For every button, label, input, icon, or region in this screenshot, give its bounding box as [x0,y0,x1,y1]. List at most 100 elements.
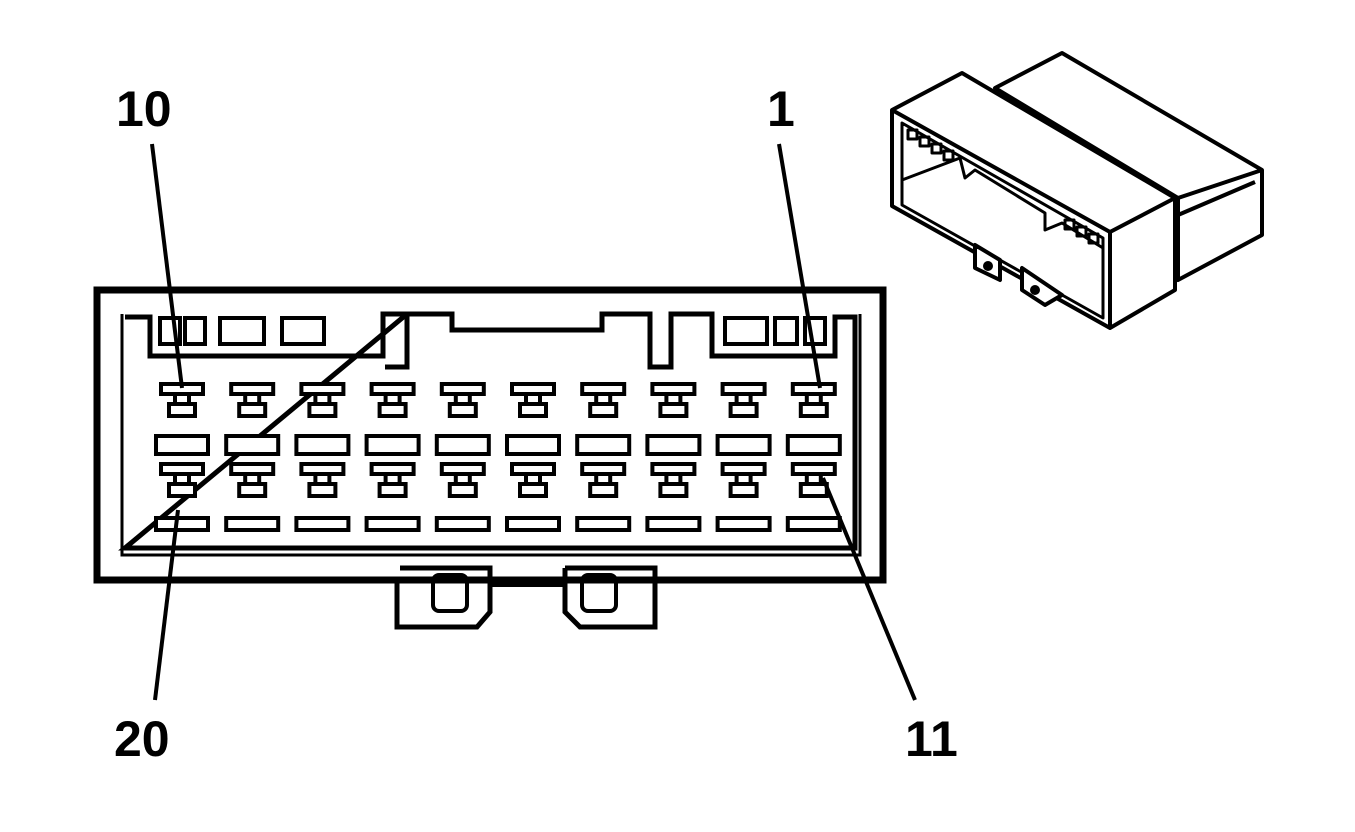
pin-cavity-body [307,402,338,418]
iso-terminal [918,135,931,148]
pin-cavity-body [307,482,338,498]
latch-left [394,565,493,630]
pin-cavity-bar [154,516,210,532]
pin-cavity-bar [294,516,351,532]
pin-cavity-body [167,402,197,418]
pin-cavity-bar [505,516,561,532]
pin-cavity-cap [510,462,556,476]
inner-rim [120,314,862,557]
iso-terminal [930,142,943,155]
pin-cavity-body [237,402,268,418]
iso-terminal [1063,218,1076,231]
inner-cavity [118,311,858,551]
pin-cavity-cap [580,462,627,476]
pin-label-20: 20 [114,711,170,767]
pin-cavity-cap [790,382,837,396]
pin-cavity-cap [790,462,837,476]
pin-cavity-body [728,482,759,498]
pin-cavity-body [237,482,268,498]
pin-cavity-body [658,402,689,418]
key-slot [218,316,266,346]
pin-cavity-bar [294,434,351,456]
pin-cavity-bar [715,434,772,456]
pin-cavity-cap [299,462,346,476]
leader-lines [150,143,917,701]
pin-cavity-bar [575,516,632,532]
locking-latches [394,565,658,630]
iso-terminal [906,128,919,141]
connector-iso-view [890,51,1264,330]
iso-latch-hole [1030,285,1040,295]
leader-pin-1 [777,143,822,389]
pin-cavity-body [798,402,829,418]
pin-cavity-body [518,402,548,418]
latch-right-window [580,573,618,613]
iso-terminal [1075,225,1088,238]
pin-cavity-cap [510,382,556,396]
pin-cavity-bar [785,434,842,456]
key-slot [183,316,207,346]
pin-cavity-bar [434,516,491,532]
pin-cavity-body [167,482,197,498]
pin-cavities [154,382,842,532]
leader-pin-11 [821,477,917,701]
pin-cavity-body [447,482,478,498]
key-slot [803,316,827,346]
iso-terminals [906,128,1100,245]
leader-pin-20 [153,509,180,701]
latch-right [562,565,658,630]
pin-cavity-bar [785,516,842,532]
pin-cavity-bar [154,434,210,456]
pin-cavity-bar [364,434,421,456]
iso-latch [973,243,1064,307]
pin-cavity-cap [439,382,486,396]
pin-cavity-cap [159,462,205,476]
pin-cavity-cap [650,382,697,396]
iso-latch-hole [983,261,993,271]
pin-label-1: 1 [767,81,795,137]
key-slot [158,316,182,346]
pin-cavity-bar [224,434,281,456]
iso-cavity [900,121,1105,320]
pin-cavity-bar [434,434,491,456]
pin-cavity-cap [439,462,486,476]
pin-cavity-bar [364,516,421,532]
pin-cavity-cap [229,382,276,396]
pin-cavity-cap [650,462,697,476]
pin-cavity-bar [505,434,561,456]
pin-cavity-body [447,402,478,418]
pin-cavity-cap [369,382,416,396]
pin-cavity-body [588,402,619,418]
iso-back-body-edge [1177,168,1263,217]
pin-cavity-bar [645,434,702,456]
pin-cavity-body [377,402,408,418]
pin-cavity-cap [720,382,767,396]
leader-pin-10 [150,143,184,389]
key-slot [773,316,799,346]
latch-left-window [431,573,469,613]
iso-terminal [942,149,955,162]
pin-cavity-body [588,482,619,498]
iso-front-top-edge [1109,196,1176,234]
pin-cavity-bar [575,434,632,456]
key-slot [280,316,326,346]
pin-cavity-body [798,482,829,498]
pin-cavity-cap [229,462,276,476]
connector-face [93,286,887,584]
pin-label-11: 11 [905,711,958,767]
pin-cavity-cap [299,382,346,396]
pin-cavity-body [658,482,689,498]
pin-cavity-bar [224,516,281,532]
pin-cavity-cap [369,462,416,476]
pin-cavity-bar [715,516,772,532]
pin-cavity-body [518,482,548,498]
pin-cavity-body [728,402,759,418]
pin-cavity-cap [580,382,627,396]
iso-inner-detail [901,156,1104,250]
key-slot [723,316,769,346]
iso-terminal [1087,232,1100,245]
pin-cavity-bar [645,516,702,532]
pin-cavity-body [377,482,408,498]
